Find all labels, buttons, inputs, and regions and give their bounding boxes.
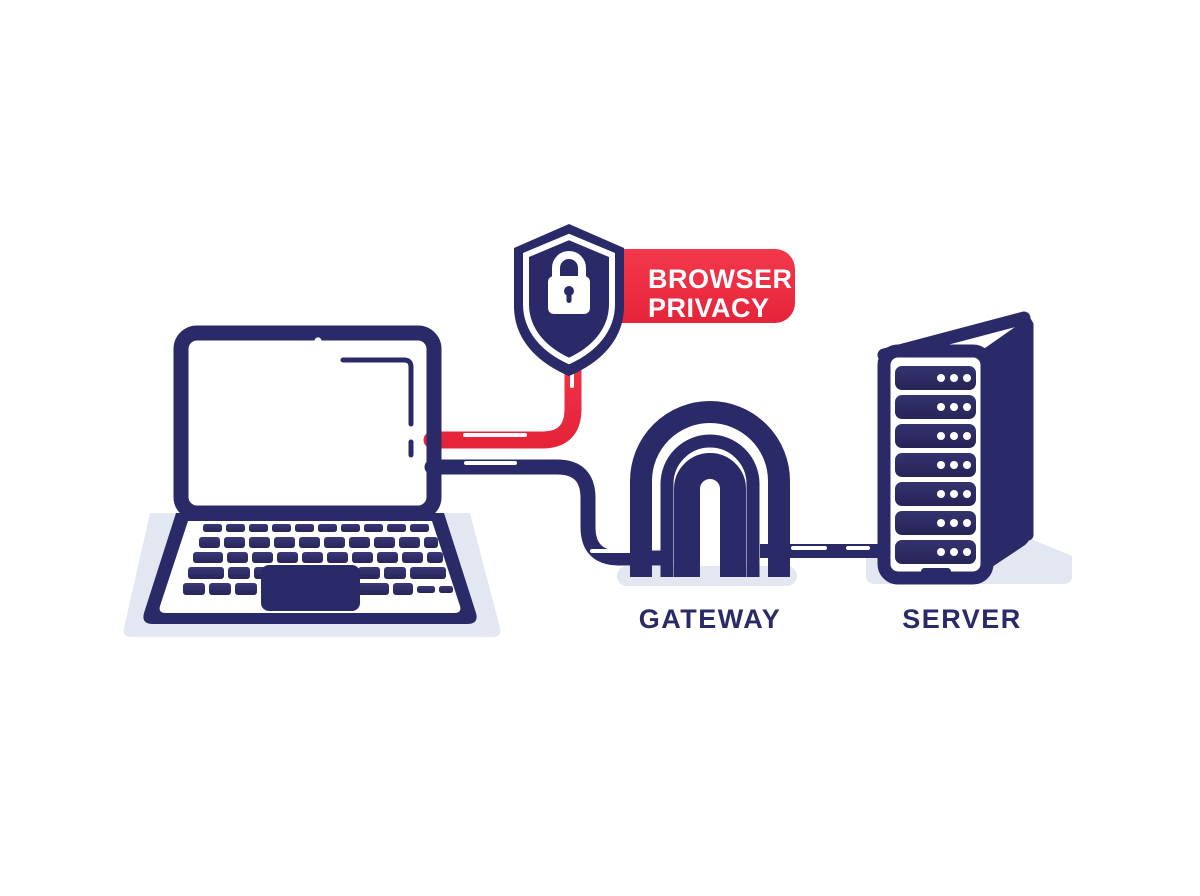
keyboard-row <box>193 552 443 563</box>
server-status-bar <box>921 568 951 575</box>
lock-shackle <box>552 251 586 278</box>
rack-slot <box>895 366 976 390</box>
lock-keyhole-slot <box>566 291 572 303</box>
keyboard-row <box>203 524 429 532</box>
shield-inner-outline <box>523 233 615 365</box>
rack-slot <box>895 395 976 419</box>
laptop[interactable] <box>143 325 477 624</box>
badge-line2: PRIVACY <box>648 293 770 323</box>
gateway-arch-inner <box>674 453 746 577</box>
webcam-icon <box>314 337 322 345</box>
gateway-arch-middle <box>660 434 760 577</box>
gateway[interactable]: GATEWAY <box>630 401 790 634</box>
screen-bracket <box>340 357 414 427</box>
rack-slot <box>895 424 976 448</box>
data-cable <box>424 459 668 566</box>
server-label: SERVER <box>902 604 1022 634</box>
rack-slot <box>895 453 976 477</box>
badge-line1: BROWSER <box>648 264 793 294</box>
gateway-arch-outer <box>630 401 790 577</box>
server-rack-slots <box>895 366 976 564</box>
keyboard-row <box>199 537 438 548</box>
browser-privacy-badge[interactable]: BROWSER PRIVACY <box>575 249 795 323</box>
rack-slot <box>895 511 976 535</box>
badge-background <box>575 249 795 323</box>
server[interactable]: SERVER <box>877 311 1034 634</box>
laptop-screen <box>200 352 415 494</box>
gateway-label: GATEWAY <box>639 604 782 634</box>
shield-icon[interactable] <box>514 224 624 376</box>
rack-slot <box>895 482 976 506</box>
server-top-right-edge <box>1018 312 1034 541</box>
rack-slot <box>895 540 976 564</box>
laptop-trackpad[interactable] <box>261 565 360 611</box>
